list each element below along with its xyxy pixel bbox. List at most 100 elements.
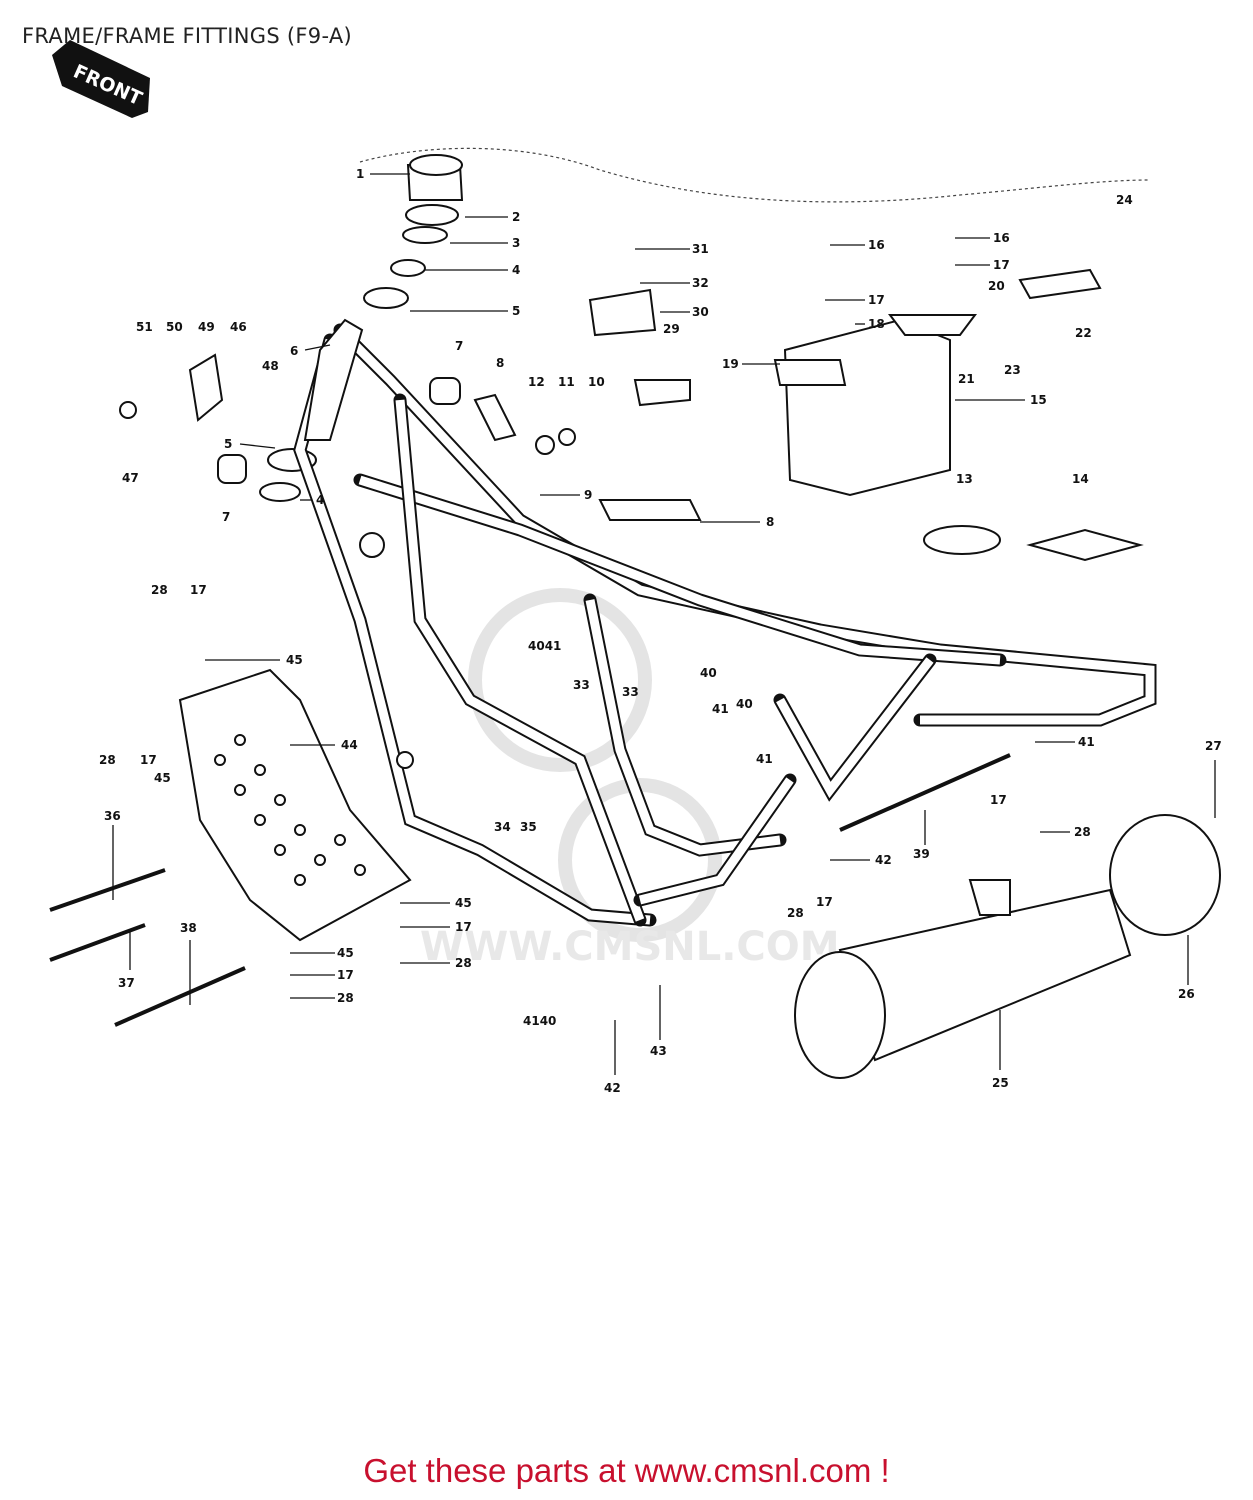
battery-case-body xyxy=(783,318,951,497)
callout-11: 11 xyxy=(558,375,575,389)
skid-plate xyxy=(178,668,412,942)
callout-1: 1 xyxy=(356,167,364,181)
bushing-7 xyxy=(429,377,461,405)
callout-24: 24 xyxy=(1116,193,1133,207)
callout-6: 6 xyxy=(290,344,298,358)
plate-49 xyxy=(188,353,224,422)
washer-12 xyxy=(535,435,555,455)
callout-48: 48 xyxy=(262,359,279,373)
callout-7b: 7 xyxy=(222,510,230,524)
callout-46: 46 xyxy=(230,320,247,334)
callout-29: 29 xyxy=(663,322,680,336)
callout-19: 19 xyxy=(722,357,739,371)
fuel-tank-outline xyxy=(359,147,1151,203)
callout-50: 50 xyxy=(166,320,183,334)
skid-plate-body xyxy=(178,668,412,942)
callout-4: 4 xyxy=(512,263,520,277)
small-fittings xyxy=(119,288,702,521)
callout-40a: 40 xyxy=(700,666,717,680)
callout-42a: 42 xyxy=(604,1081,621,1095)
pad-14 xyxy=(1026,528,1144,562)
callout-44: 44 xyxy=(341,738,358,752)
callout-27: 27 xyxy=(1205,739,1222,753)
callout-20: 20 xyxy=(988,279,1005,293)
frame-rear-strut xyxy=(773,653,937,802)
callout-17g: 17 xyxy=(990,793,1007,807)
callout-34: 34 xyxy=(494,820,511,834)
callout-16: 16 xyxy=(993,231,1010,245)
battery-strap xyxy=(773,359,847,386)
callout-13: 13 xyxy=(956,472,973,486)
callout-41b: 41 xyxy=(756,752,773,766)
stem-bearing-cone xyxy=(405,204,459,226)
key-47 xyxy=(119,401,137,419)
callout-18: 18 xyxy=(868,317,885,331)
callout-17f: 17 xyxy=(337,968,354,982)
callout-15: 15 xyxy=(1030,393,1047,407)
callout-25: 25 xyxy=(992,1076,1009,1090)
callout-28f: 28 xyxy=(787,906,804,920)
footer-link-text[interactable]: Get these parts at www.cmsnl.com ! xyxy=(363,1452,890,1489)
bracket-8b xyxy=(598,499,702,521)
motorcycle-frame xyxy=(293,318,1157,927)
callout-45d: 45 xyxy=(337,946,354,960)
callout-28c: 28 xyxy=(455,956,472,970)
long-bolts xyxy=(49,753,1011,1027)
battery-lid xyxy=(888,314,977,336)
callout-5b: 5 xyxy=(224,437,232,451)
callout-21: 21 xyxy=(958,372,975,386)
bracket-22 xyxy=(1018,268,1102,300)
o-ring-upper xyxy=(390,259,426,277)
callout-35: 35 xyxy=(520,820,537,834)
callout-42b: 42 xyxy=(875,853,892,867)
callout-41c: 41 xyxy=(1078,735,1095,749)
callout-23: 23 xyxy=(1004,363,1021,377)
callout-17b: 17 xyxy=(868,293,885,307)
callout-41a: 41 xyxy=(712,702,729,716)
bearing-upper xyxy=(363,287,409,309)
bracket-29 xyxy=(633,379,691,407)
tool-case xyxy=(794,814,1221,1079)
frame-mount xyxy=(396,751,414,769)
callout-49: 49 xyxy=(198,320,215,334)
bolt-37 xyxy=(49,923,146,962)
callout-12: 12 xyxy=(528,375,545,389)
bolt-36 xyxy=(49,868,166,912)
callout-4041: 4041 xyxy=(528,639,561,653)
callout-17d: 17 xyxy=(140,753,157,767)
callout-16b: 16 xyxy=(868,238,885,252)
tool-case-cap xyxy=(794,951,886,1079)
callout-17e: 17 xyxy=(455,920,472,934)
callout-9: 9 xyxy=(584,488,592,502)
callout-labels: 1 2 3 4 5 6 5 4 7 7 8 8 9 10 11 12 13 14… xyxy=(99,167,1222,1095)
washer-11 xyxy=(558,428,576,446)
leader-lines xyxy=(112,173,1216,1075)
callout-14: 14 xyxy=(1072,472,1089,486)
callout-2: 2 xyxy=(512,210,520,224)
callout-4140: 4140 xyxy=(523,1014,556,1028)
callout-38: 38 xyxy=(180,921,197,935)
callout-45c: 45 xyxy=(455,896,472,910)
callout-51: 51 xyxy=(136,320,153,334)
callout-4b: 4 xyxy=(316,493,324,507)
callout-28b: 28 xyxy=(99,753,116,767)
callout-30: 30 xyxy=(692,305,709,319)
bolt-38 xyxy=(114,966,246,1027)
tool-case-bracket xyxy=(968,879,1011,916)
watermark-ring xyxy=(468,588,652,772)
callout-45a: 45 xyxy=(286,653,303,667)
o-ring-lower xyxy=(259,482,301,502)
stem-nut-top xyxy=(409,154,463,176)
callout-17: 17 xyxy=(993,258,1010,272)
callout-47: 47 xyxy=(122,471,139,485)
callout-36: 36 xyxy=(104,809,121,823)
callout-33b: 33 xyxy=(622,685,639,699)
rod-39 xyxy=(839,753,1011,832)
bushing-left xyxy=(217,454,247,484)
callout-32: 32 xyxy=(692,276,709,290)
callout-5: 5 xyxy=(512,304,520,318)
callout-28e: 28 xyxy=(1074,825,1091,839)
cover-8 xyxy=(473,393,517,442)
clamp-band-26 xyxy=(1109,814,1221,936)
front-arrow-shape xyxy=(52,40,150,118)
